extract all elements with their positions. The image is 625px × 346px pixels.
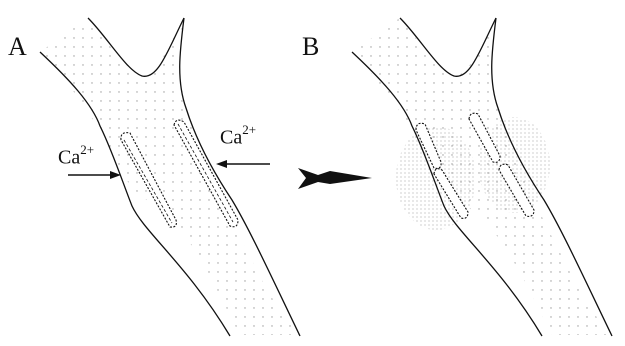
- panel-b-label: B: [302, 32, 319, 62]
- panel-a-drawing: [40, 18, 300, 336]
- panel-a-label: A: [8, 32, 27, 62]
- ion-charge: 2+: [242, 122, 256, 137]
- ion-base: Ca: [220, 127, 242, 149]
- panel-b-tissue: [352, 18, 612, 335]
- calcium-ion-label-left: Ca2+: [58, 144, 94, 170]
- arrow-right-icon: [68, 171, 121, 179]
- panel-b-drawing: [352, 18, 612, 336]
- ion-base: Ca: [58, 147, 80, 169]
- ion-charge: 2+: [80, 142, 94, 157]
- arrow-left-icon: [216, 160, 270, 168]
- panel-a-tissue: [40, 18, 300, 335]
- transition-arrow-icon: [298, 168, 372, 189]
- calcium-ion-label-right: Ca2+: [220, 124, 256, 150]
